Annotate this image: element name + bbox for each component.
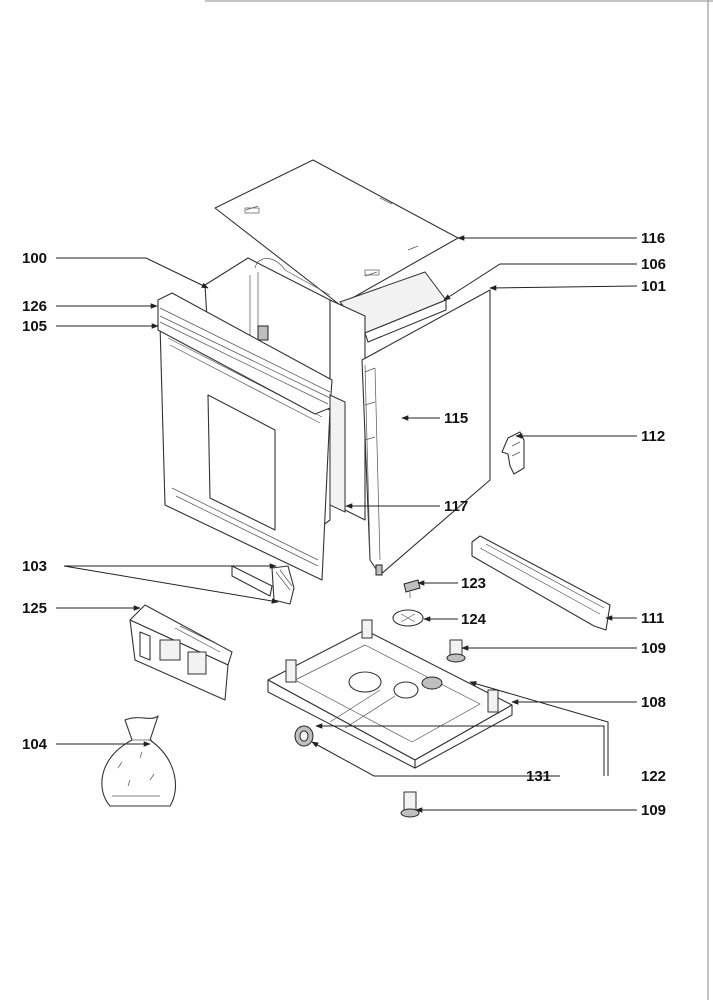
- label-124: 124: [461, 611, 487, 628]
- label-126: 126: [22, 298, 47, 315]
- label-112: 112: [641, 428, 665, 445]
- label-109a: 109: [641, 640, 666, 657]
- label-116: 116: [641, 230, 665, 247]
- part-103-hinges: [231, 565, 295, 605]
- label-101: 101: [641, 278, 666, 295]
- part-117-strip: [329, 394, 346, 513]
- label-103: 103: [22, 558, 47, 575]
- label-117: 117: [444, 498, 468, 515]
- part-108-base: [267, 619, 513, 769]
- leader-106: [443, 263, 637, 301]
- part-112-bracket: [501, 431, 525, 475]
- leader-131: [311, 741, 560, 777]
- part-105-door: [159, 323, 331, 581]
- label-106: 106: [641, 256, 666, 273]
- part-109-foot-upper: [446, 639, 466, 663]
- leader-122b: [469, 681, 609, 776]
- part-123-clip: [403, 579, 421, 598]
- part-125-dispenser: [129, 604, 233, 701]
- label-125: 125: [22, 600, 47, 617]
- part-111-rail: [471, 535, 611, 631]
- label-111: 111: [641, 610, 664, 627]
- leader-lines: [56, 235, 638, 813]
- label-108: 108: [641, 694, 666, 711]
- part-109-foot-lower: [400, 791, 420, 818]
- leader-101: [489, 285, 638, 291]
- part-124-cap: [392, 609, 424, 627]
- label-105: 105: [22, 318, 47, 335]
- label-104: 104: [22, 736, 48, 753]
- label-109b: 109: [641, 802, 666, 819]
- leader-122a: [315, 723, 605, 776]
- label-100: 100: [22, 250, 47, 267]
- leader-103b: [63, 565, 279, 604]
- label-123: 123: [461, 575, 486, 592]
- label-115: 115: [444, 410, 468, 427]
- leader-100: [56, 257, 209, 289]
- label-122: 122: [641, 768, 666, 785]
- label-131: 131: [526, 768, 551, 785]
- part-101-side-panel: [361, 289, 491, 576]
- part-104-screw-bag: [101, 715, 176, 807]
- part-131-wheel: [294, 725, 314, 747]
